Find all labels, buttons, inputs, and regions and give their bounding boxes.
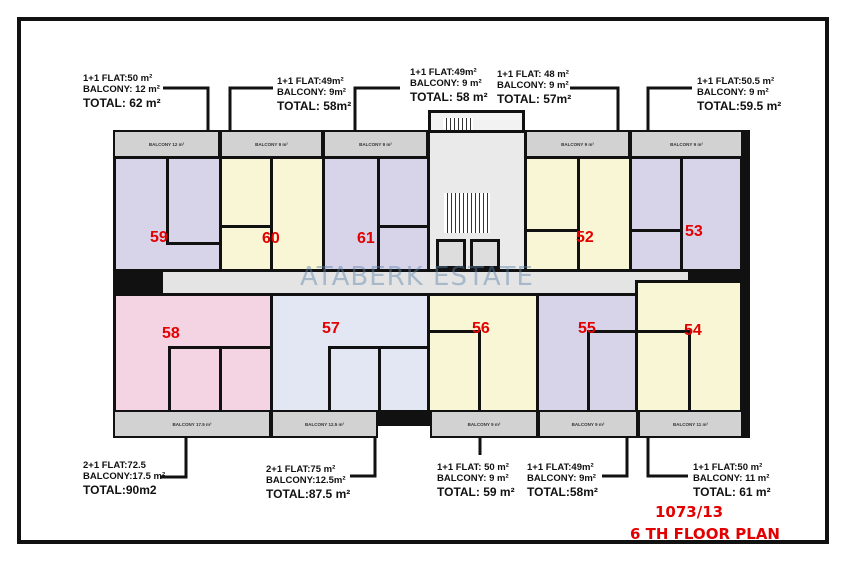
balcony-area: BALCONY: 9m² [277, 87, 346, 99]
callout-line [350, 438, 377, 478]
balcony-58: BALCONY 17.5 m² [113, 410, 271, 438]
balcony-area: BALCONY: 9 m² [697, 87, 769, 99]
callout-line [228, 86, 273, 130]
unit-54[interactable] [635, 280, 743, 413]
balcony-area: BALCONY: 12 m² [83, 84, 160, 96]
flat-area: 1+1 FLAT: 50 m² [437, 462, 509, 473]
unit-number-55: 55 [578, 320, 596, 337]
total-area: TOTAL:58m² [527, 484, 598, 499]
elevator [470, 239, 500, 269]
unit-57[interactable] [270, 293, 430, 413]
callout-line [602, 438, 629, 478]
callout-unit-60: 1+1 FLAT:49m² BALCONY: 9m² TOTAL: 58m² [277, 76, 351, 113]
balcony-area: BALCONY:12.5m² [266, 475, 346, 487]
unit-number-52: 52 [576, 229, 594, 246]
total-area: TOTAL: 58m² [277, 98, 352, 113]
unit-number-54: 54 [684, 322, 702, 339]
balcony-60: BALCONY 9 m² [220, 130, 323, 158]
total-area: TOTAL:87.5 m² [266, 486, 351, 501]
callout-unit-59: 1+1 FLAT:50 m² BALCONY: 12 m² TOTAL: 62 … [83, 73, 161, 110]
flat-area: 1+1 FLAT:50 m² [693, 462, 763, 473]
callout-unit-53: 1+1 FLAT:50.5 m² BALCONY: 9 m² TOTAL:59.… [697, 76, 781, 113]
total-area: TOTAL: 61 m² [693, 484, 771, 499]
corridor [163, 272, 688, 296]
elevator [436, 239, 466, 269]
flat-area: 1+1 FLAT:50 m² [83, 73, 153, 84]
balcony-area: BALCONY:17.5 m² [83, 471, 166, 483]
callout-line [646, 86, 692, 130]
flat-area: 1+1 FLAT:49m² [410, 67, 477, 78]
plan-title: 6 TH FLOOR PLAN [630, 525, 780, 543]
unit-58[interactable] [113, 293, 273, 413]
callout-unit-56: 1+1 FLAT: 50 m² BALCONY: 9 m² TOTAL: 59 … [437, 462, 515, 499]
flat-area: 1+1 FLAT: 48 m² [497, 69, 569, 80]
unit-53[interactable] [629, 156, 743, 272]
total-area: TOTAL: 62 m² [83, 95, 161, 110]
callout-unit-58: 2+1 FLAT:72.5 BALCONY:17.5 m² TOTAL:90m2 [83, 460, 165, 497]
watermark: ATABERK ESTATE [300, 262, 534, 292]
flat-area: 2+1 FLAT:72.5 [83, 460, 146, 471]
balcony-61: BALCONY 9 m² [323, 130, 428, 158]
flat-area: 1+1 FLAT:49m² [277, 76, 344, 87]
total-area: TOTAL: 59 m² [437, 484, 515, 499]
plan-code: 1073/13 [655, 503, 724, 521]
callout-line [570, 86, 620, 130]
unit-number-53: 53 [685, 223, 703, 240]
unit-number-60: 60 [262, 230, 280, 247]
unit-number-61: 61 [357, 230, 375, 247]
callout-unit-52: 1+1 FLAT: 48 m² BALCONY: 9 m² TOTAL: 57m… [497, 69, 571, 106]
flat-area: 2+1 FLAT:75 m² [266, 464, 336, 475]
flat-area: 1+1 FLAT:49m² [527, 462, 594, 473]
flat-area: 1+1 FLAT:50.5 m² [697, 76, 775, 87]
callout-unit-55: 1+1 FLAT:49m² BALCONY: 9m² TOTAL:58m² [527, 462, 598, 499]
callout-line [646, 438, 688, 478]
total-area: TOTAL:90m2 [83, 482, 157, 497]
balcony-54: BALCONY 11 m² [638, 410, 743, 438]
callout-line [163, 86, 210, 130]
balcony-52: BALCONY 9 m² [525, 130, 630, 158]
floor-plan: BALCONY 12 m² BALCONY 9 m² BALCONY 9 m² … [113, 130, 750, 438]
balcony-area: BALCONY: 11 m² [693, 473, 770, 485]
callout-unit-54: 1+1 FLAT:50 m² BALCONY: 11 m² TOTAL: 61 … [693, 462, 771, 499]
callout-line [160, 438, 188, 479]
unit-56[interactable] [427, 293, 539, 413]
callout-unit-61: 1+1 FLAT:49m² BALCONY: 9 m² TOTAL: 58 m² [410, 67, 488, 104]
unit-52[interactable] [524, 156, 632, 272]
balcony-53: BALCONY 9 m² [630, 130, 743, 158]
balcony-area: BALCONY: 9 m² [497, 80, 569, 92]
balcony-area: BALCONY: 9 m² [437, 473, 509, 485]
balcony-55: BALCONY 9 m² [538, 410, 638, 438]
callout-unit-57: 2+1 FLAT:75 m² BALCONY:12.5m² TOTAL:87.5… [266, 464, 350, 501]
total-area: TOTAL: 58 m² [410, 89, 488, 104]
balcony-57: BALCONY 12.5 m² [271, 410, 378, 438]
balcony-area: BALCONY: 9 m² [410, 78, 482, 90]
unit-60[interactable] [219, 156, 325, 272]
total-area: TOTAL: 57m² [497, 91, 572, 106]
total-area: TOTAL:59.5 m² [697, 98, 782, 113]
border-frame [17, 17, 829, 544]
unit-number-57: 57 [322, 320, 340, 337]
unit-number-56: 56 [472, 320, 490, 337]
stair-core [427, 130, 527, 272]
callout-line [353, 86, 400, 130]
unit-number-59: 59 [150, 229, 168, 246]
unit-61[interactable] [322, 156, 430, 272]
unit-59[interactable] [113, 156, 222, 272]
balcony-56: BALCONY 9 m² [430, 410, 538, 438]
unit-number-58: 58 [162, 325, 180, 342]
balcony-area: BALCONY: 9m² [527, 473, 596, 485]
balcony-59: BALCONY 12 m² [113, 130, 220, 158]
unit-55[interactable] [536, 293, 638, 413]
